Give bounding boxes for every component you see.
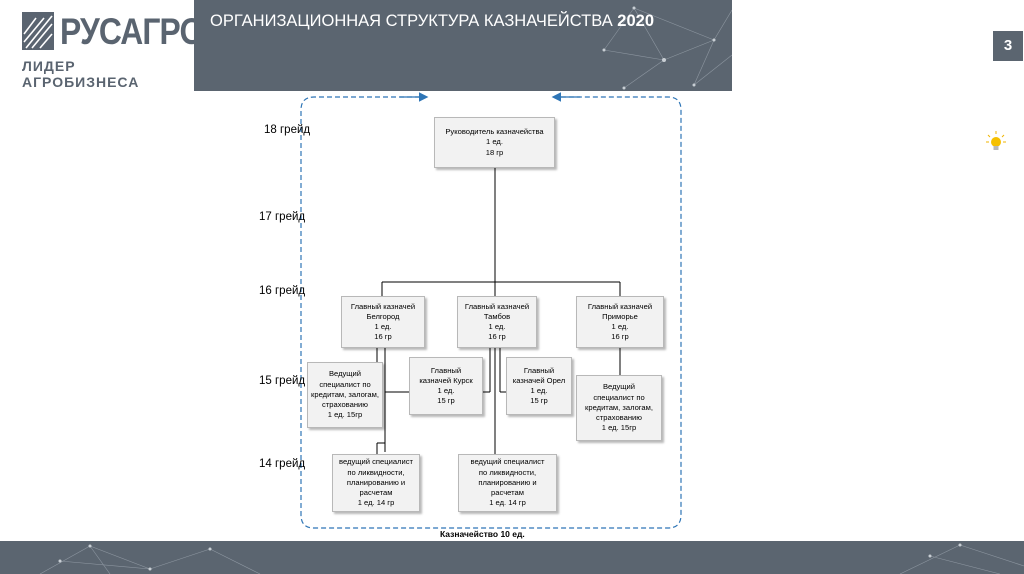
box-line: Белгород [366,311,400,321]
box-line: расчетам [359,488,393,498]
network-decoration [39,543,1024,574]
logo: РУСАГРО ЛИДЕР АГРОБИЗНЕСА [0,0,204,91]
box-line: специалист по [593,392,645,402]
dashed-frame [300,96,682,529]
box-line: Тамбов [483,311,511,321]
rusagro-logo-icon [22,12,54,50]
box-line: страхованию [596,413,642,423]
box-line: казначей Орел [512,375,566,385]
grade-label: 14 грейд [259,458,306,470]
box-line: 1 ед. [374,322,392,331]
box-line: Главный [523,365,555,375]
box-line: 1 ед. [437,386,455,395]
page-title-text: ОРГАНИЗАЦИОННАЯ СТРУКТУРА КАЗНАЧЕЙСТВА [210,12,613,30]
box-line: Главный казначей [587,301,653,311]
box-line: кредитам, залогам, [311,389,379,399]
box-line: планированию и [346,477,406,487]
org-box-primorye: Главный казначей Приморье 1 ед. 16 гр [576,296,664,348]
box-line: 1 ед. [530,386,548,395]
box-line: Главный [430,365,462,375]
box-line: 18 гр [485,147,504,157]
org-box-liquidity-left: ведущий специалист по ликвидности, плани… [332,454,420,512]
box-line: 1 ед. [486,137,503,147]
box-line: планированию и [478,477,537,487]
box-line: расчетам [491,488,524,498]
grade-label: 17 грейд [259,211,306,223]
box-line: 16 гр [488,332,506,342]
org-box-belgorod: Главный казначей Белгород 1 ед. 16 гр [341,296,425,348]
page-title-year: 2020 [617,12,655,30]
box-line: кредитам, залогам, [585,402,653,412]
box-line: страхованию [322,400,368,410]
header-bar: ОРГАНИЗАЦИОННАЯ СТРУКТУРА КАЗНАЧЕЙСТВА 2… [194,0,732,91]
logo-tagline: ЛИДЕР АГРОБИЗНЕСА [22,58,140,90]
box-line: 1 ед. 14 гр [489,498,526,508]
footer-bar [0,541,1024,574]
box-line: 1 ед. [488,322,506,331]
box-line: 1 ед. 15гр [327,410,363,420]
box-line: Ведущий [328,369,362,379]
grade-label: 18 грейд [264,124,311,136]
logo-name: РУСАГРО [60,11,204,52]
box-line: казначей Курск [419,375,473,385]
box-line: 1 ед. 15гр [601,423,637,433]
grade-label: 15 грейд [259,375,306,387]
box-line: Главный казначей [350,301,416,311]
org-box-kursk: Главный казначей Курск 1 ед. 15 гр [409,357,483,415]
diagram-caption: Казначейство 10 ед. [440,529,525,539]
box-line: ведущий специалист [470,457,545,467]
box-line: Руководитель казначейства [445,127,544,137]
lightbulb-icon [986,131,1006,150]
slide-number: 3 [993,31,1023,61]
org-box-orel: Главный казначей Орел 1 ед. 15 гр [506,357,572,415]
box-line: 15 гр [530,396,548,406]
box-line: Ведущий [602,382,636,392]
org-box-tambov: Главный казначей Тамбов 1 ед. 16 гр [457,296,537,348]
box-line: по ликвидности, [347,467,405,477]
org-box-lead-credit-left: Ведущий специалист по кредитам, залогам,… [307,362,383,428]
org-box-lead-credit-right: Ведущий специалист по кредитам, залогам,… [576,375,662,441]
network-decoration [602,6,732,90]
org-box-liquidity-mid: ведущий специалист по ликвидности, плани… [458,454,557,512]
box-line: Приморье [602,311,638,321]
page-title: ОРГАНИЗАЦИОННАЯ СТРУКТУРА КАЗНАЧЕЙСТВА 2… [210,12,654,31]
box-line: ведущий специалист [339,457,413,467]
box-line: по ликвидности, [478,467,537,477]
box-line: Главный казначей [464,301,530,311]
box-line: 1 ед. 14 гр [357,498,395,508]
org-box-head-treasury: Руководитель казначейства 1 ед. 18 гр [434,117,555,168]
grade-label: 16 грейд [259,285,306,297]
box-line: 16 гр [374,332,392,342]
box-line: специалист по [319,379,371,389]
box-line: 16 гр [611,332,629,342]
box-line: 15 гр [437,396,455,406]
box-line: 1 ед. [611,322,629,331]
